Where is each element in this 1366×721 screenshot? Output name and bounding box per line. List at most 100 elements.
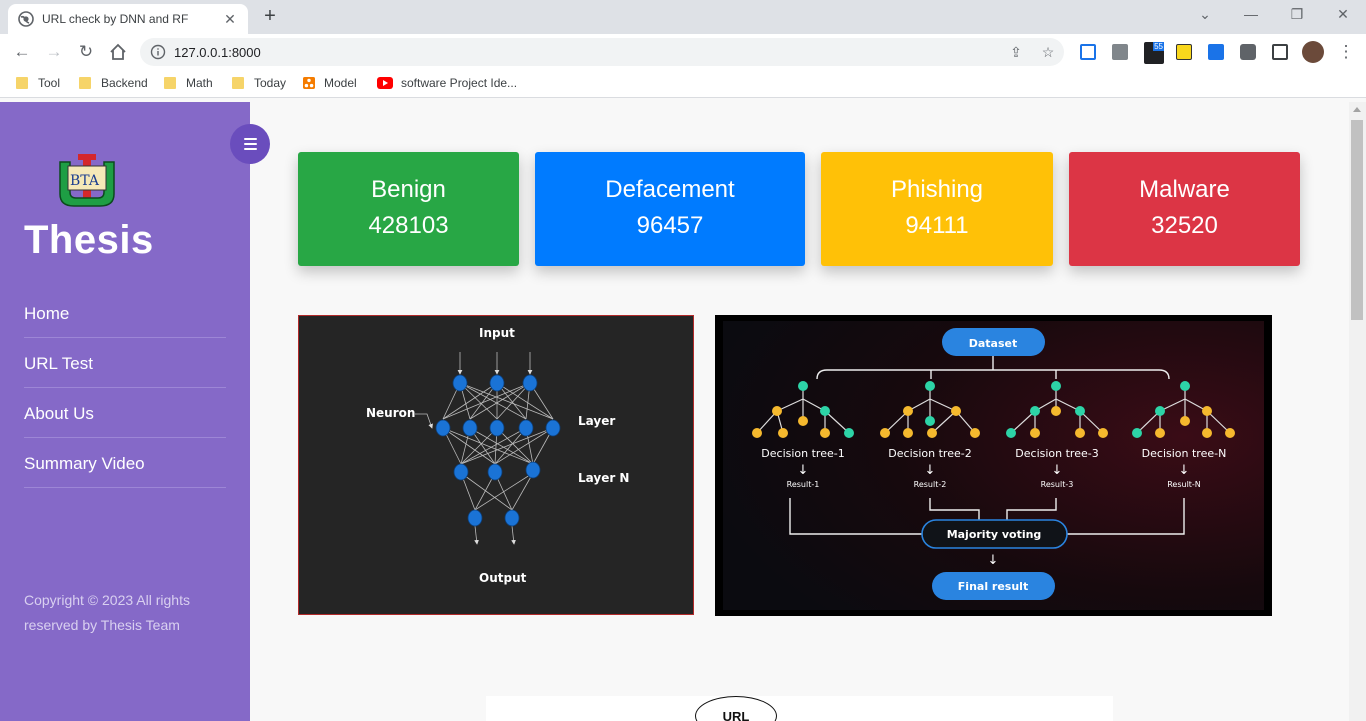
sidebar-menu: Home URL Test About Us Summary Video	[24, 288, 226, 488]
tab-search-icon[interactable]: ⌄	[1199, 6, 1211, 22]
pen-extension-icon[interactable]	[1176, 44, 1192, 60]
input-neuron	[489, 374, 505, 392]
bookmark-today[interactable]: Today	[232, 76, 286, 90]
rf-result-label: Result-2	[914, 480, 947, 489]
screen-record-icon[interactable]	[1080, 44, 1096, 60]
stat-card-defacement: Defacement 96457	[535, 152, 805, 266]
reload-icon[interactable]: ↻	[78, 42, 94, 61]
dnn-layer-n-label: Layer N	[578, 471, 629, 485]
sidebar-item-home[interactable]: Home	[24, 288, 226, 338]
new-tab-icon[interactable]: +	[264, 5, 276, 27]
profile-avatar[interactable]	[1302, 41, 1324, 63]
svg-text:↓: ↓	[798, 463, 809, 478]
svg-text:↓: ↓	[1052, 463, 1063, 478]
stat-card-benign: Benign 428103	[298, 152, 519, 266]
bookmarks-bar: Tool Backend Math Today Model software P…	[0, 70, 1366, 98]
stat-label: Phishing	[890, 176, 984, 203]
page-scrollbar[interactable]	[1349, 102, 1366, 721]
svg-text:↓: ↓	[1179, 463, 1190, 478]
more-menu-icon[interactable]: ⋮	[1337, 42, 1355, 61]
camera-icon[interactable]	[1112, 44, 1128, 60]
copyright-text: Copyright © 2023 All rights reserved by …	[24, 592, 190, 633]
stat-label: Malware	[1139, 176, 1230, 203]
rf-dataset-label: Dataset	[969, 337, 1018, 350]
brand-title: Thesis	[24, 218, 154, 262]
stat-count: 96457	[636, 212, 704, 239]
close-window-icon[interactable]: ✕	[1337, 6, 1349, 22]
hamburger-icon-line	[243, 143, 257, 145]
browser-tab[interactable]: URL check by DNN and RF ✕	[8, 4, 248, 34]
forward-icon[interactable]: →	[45, 42, 63, 61]
stat-count: 94111	[905, 212, 969, 239]
hidden-neuron	[545, 419, 561, 437]
rf-result-label: Result-3	[1041, 480, 1074, 489]
ext-badge: 55	[1153, 42, 1164, 51]
days-counter-icon[interactable]: 55	[1144, 42, 1164, 64]
info-icon[interactable]	[150, 44, 166, 60]
stat-card-phishing: Phishing 94111	[821, 152, 1053, 266]
browser-tabstrip: URL check by DNN and RF ✕ + ⌄ — ❐ ✕	[0, 0, 1366, 34]
bookmark-label: Model	[324, 76, 357, 90]
rf-tree-label: Decision tree-2	[888, 447, 971, 460]
model-icon	[303, 77, 315, 89]
page-viewport: BTA Thesis Home URL Test About Us Summar…	[0, 102, 1366, 721]
address-bar[interactable]: 127.0.0.1:8000 ⇪ ☆	[140, 38, 1064, 66]
side-panel-icon[interactable]	[1272, 44, 1288, 60]
hamburger-icon	[243, 138, 257, 140]
menu-toggle-button[interactable]	[230, 124, 270, 164]
dnn-diagram-image: Input Neuron Layer Layer N Output	[298, 315, 694, 615]
sidebar-item-about-us[interactable]: About Us	[24, 388, 226, 438]
stat-count: 428103	[368, 212, 449, 239]
bookmark-label: Backend	[101, 76, 148, 90]
hidden-neuron	[435, 419, 451, 437]
home-icon[interactable]	[108, 42, 128, 62]
folder-icon	[164, 77, 176, 89]
rf-final-label: Final result	[958, 580, 1028, 593]
bottom-panel	[486, 696, 1113, 721]
globe-icon	[18, 11, 34, 27]
input-neuron	[522, 374, 538, 392]
sidebar-item-url-test[interactable]: URL Test	[24, 338, 226, 388]
scrollbar-thumb[interactable]	[1351, 120, 1363, 320]
bookmark-math[interactable]: Math	[164, 76, 213, 90]
rf-result-label: Result-N	[1167, 480, 1201, 489]
rf-voting-label: Majority voting	[947, 528, 1042, 541]
bookmark-tool[interactable]: Tool	[16, 76, 60, 90]
thesis-logo: BTA	[59, 154, 115, 207]
url-text: 127.0.0.1:8000	[174, 45, 261, 60]
share-icon[interactable]: ⇪	[1010, 44, 1022, 60]
extensions-puzzle-icon[interactable]	[1240, 44, 1256, 60]
bookmark-label: Today	[254, 76, 287, 90]
bookmark-label: software Project Ide...	[401, 76, 518, 90]
n-extension-icon[interactable]	[1208, 44, 1224, 60]
url-oval-label: URL	[695, 696, 777, 721]
restore-icon[interactable]: ❐	[1290, 6, 1304, 22]
logo-text: BTA	[70, 173, 100, 189]
sidebar-item-summary-video[interactable]: Summary Video	[24, 438, 226, 488]
bookmark-youtube[interactable]: software Project Ide...	[377, 76, 517, 90]
hidden-neuron	[487, 463, 503, 481]
hidden-neuron	[489, 419, 505, 437]
folder-icon	[232, 77, 244, 89]
tab-title: URL check by DNN and RF	[42, 12, 189, 26]
bookmark-backend[interactable]: Backend	[79, 76, 148, 90]
random-forest-diagram: Dataset Decision tree-1 Decision tree-2 …	[723, 321, 1264, 610]
bookmark-model[interactable]: Model	[302, 76, 357, 90]
minimize-icon[interactable]: —	[1244, 6, 1258, 22]
browser-toolbar: ← → ↻ 127.0.0.1:8000 ⇪ ☆ 55 ⋮	[0, 34, 1366, 70]
dnn-diagram: Input Neuron Layer Layer N Output	[366, 326, 629, 585]
stat-label: Benign	[371, 176, 446, 203]
rf-tree-label: Decision tree-3	[1015, 447, 1098, 460]
back-icon[interactable]: ←	[13, 42, 31, 61]
hidden-neuron	[525, 461, 541, 479]
bookmark-star-icon[interactable]: ☆	[1041, 44, 1055, 60]
stat-label: Defacement	[605, 176, 735, 203]
hidden-neuron	[462, 419, 478, 437]
bookmark-label: Math	[186, 76, 213, 90]
random-forest-diagram-image: Dataset Decision tree-1 Decision tree-2 …	[715, 315, 1272, 616]
dnn-neuron-label: Neuron	[366, 406, 415, 420]
scroll-up-icon[interactable]	[1353, 107, 1361, 112]
input-neuron	[452, 374, 468, 392]
close-tab-icon[interactable]: ✕	[224, 10, 236, 27]
svg-text:↓: ↓	[988, 553, 999, 568]
